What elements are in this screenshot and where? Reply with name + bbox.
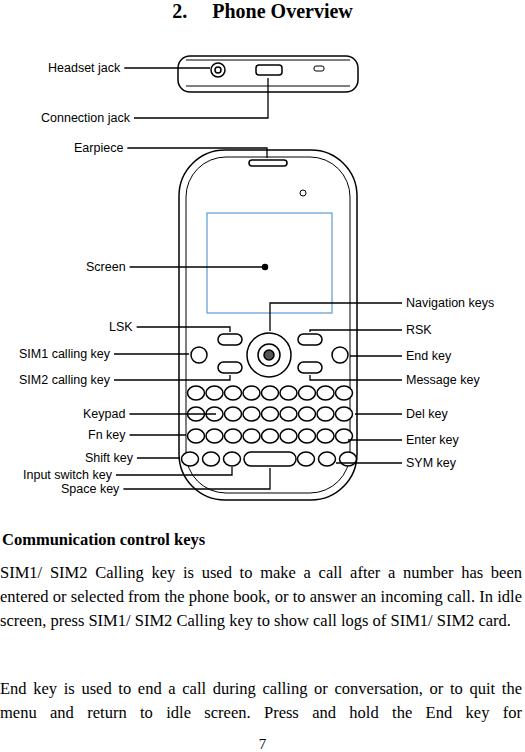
key [280, 407, 297, 421]
key [243, 386, 260, 400]
key [188, 386, 205, 400]
key [262, 429, 279, 443]
leader-line [127, 148, 267, 158]
leader-line [348, 439, 402, 440]
key [206, 386, 223, 400]
key [262, 407, 279, 421]
callout-label: SYM key [405, 456, 457, 470]
key [299, 386, 316, 400]
sim1-key [191, 347, 207, 363]
phone-bezel [186, 157, 350, 493]
end-key [332, 347, 348, 363]
leader-line [270, 303, 402, 331]
key [225, 407, 242, 421]
leader-line [124, 67, 210, 68]
callout-label: SIM1 calling key [18, 347, 111, 361]
key [262, 386, 279, 400]
message-key [298, 362, 322, 373]
leader-line [355, 413, 402, 414]
key [182, 452, 199, 466]
key [224, 452, 241, 466]
key [317, 386, 334, 400]
leader-line [137, 327, 230, 332]
leader-line [116, 467, 232, 475]
screen-area [207, 213, 332, 313]
key [280, 386, 297, 400]
key [299, 429, 316, 443]
callout-label: Message key [405, 373, 481, 387]
leader-dot [263, 265, 268, 270]
leader-line [134, 78, 268, 118]
key [336, 386, 353, 400]
callout-label: Fn key [87, 428, 127, 442]
leader-line [130, 266, 262, 267]
callout-label: Keypad [82, 407, 126, 421]
page-number: 7 [0, 736, 525, 752]
headset-jack-hole [215, 67, 221, 73]
callout-label: Connection jack [40, 111, 131, 125]
earpiece-slot [249, 160, 287, 166]
callout-label: Screen [85, 260, 127, 274]
leader-line [114, 375, 230, 380]
body-paragraph: End key is used to end a call during cal… [0, 677, 522, 725]
key [317, 429, 334, 443]
key [188, 429, 205, 443]
navigation-ring [247, 333, 291, 377]
key [336, 407, 353, 421]
page-title: 2. Phone Overview [0, 0, 525, 23]
key [206, 429, 223, 443]
sensor-dot [300, 190, 306, 196]
callout-label: Earpiece [73, 141, 124, 155]
callout-label: Headset jack [47, 61, 121, 75]
rsk-key [298, 334, 322, 345]
callout-label: End key [405, 349, 452, 363]
key [225, 429, 242, 443]
key [340, 452, 357, 466]
section-heading: Communication control keys [2, 530, 205, 550]
callout-label: Navigation keys [405, 296, 495, 310]
key [319, 452, 336, 466]
navigation-center [264, 350, 274, 360]
key [203, 452, 220, 466]
body-paragraph: SIM1/ SIM2 Calling key is used to make a… [0, 561, 522, 633]
callout-label: SIM2 calling key [18, 373, 111, 387]
key [298, 452, 315, 466]
top-slot [314, 66, 324, 71]
leader-line [336, 462, 402, 463]
space-bar [244, 452, 296, 466]
leader-line [123, 468, 270, 489]
sim2-key [218, 362, 242, 373]
callout-label: Del key [405, 407, 449, 421]
key [336, 429, 353, 443]
callout-label: Shift key [84, 451, 134, 465]
leader-line [129, 413, 216, 414]
leader-line [137, 457, 180, 458]
key [243, 407, 260, 421]
callout-label: Enter key [405, 433, 460, 447]
callout-label: Input switch key [22, 468, 113, 482]
callout-label: RSK [405, 323, 433, 337]
leader-line [350, 355, 402, 356]
keypad-keys [182, 386, 357, 466]
callout-label: Space key [60, 482, 120, 496]
key [317, 407, 334, 421]
leader-line [310, 330, 402, 332]
key [225, 386, 242, 400]
leader-line [114, 353, 189, 354]
lsk-key [218, 334, 242, 345]
key [243, 429, 260, 443]
connection-jack-port [256, 65, 282, 75]
leader-line [130, 434, 186, 435]
key [299, 407, 316, 421]
phone-body [179, 150, 357, 500]
headset-jack-hole [211, 63, 225, 77]
navigation-ring [258, 344, 280, 366]
leader-line [310, 375, 402, 380]
key [280, 429, 297, 443]
top-edge-line [186, 60, 350, 61]
callout-label: LSK [108, 320, 134, 334]
